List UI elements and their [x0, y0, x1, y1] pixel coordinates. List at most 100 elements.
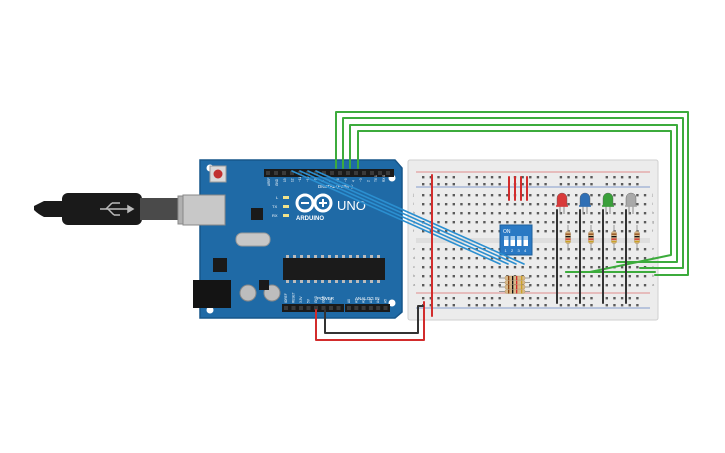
breadboard-hole[interactable]	[460, 221, 463, 224]
breadboard-hole[interactable]	[544, 203, 547, 206]
header-pin[interactable]	[282, 171, 286, 175]
breadboard-rail-hole[interactable]	[628, 183, 631, 186]
breadboard-hole[interactable]	[620, 266, 624, 269]
breadboard-hole[interactable]	[567, 194, 570, 197]
breadboard-hole[interactable]	[475, 221, 478, 224]
breadboard-rail-hole[interactable]	[444, 176, 448, 179]
wires[interactable]	[291, 111, 689, 341]
breadboard-hole[interactable]	[575, 248, 578, 251]
breadboard-hole[interactable]	[521, 194, 524, 197]
dip-switch-toggle[interactable]	[517, 236, 522, 246]
breadboard-hole[interactable]	[575, 194, 578, 197]
breadboard-hole[interactable]	[552, 266, 555, 269]
breadboard-hole[interactable]	[605, 275, 608, 278]
breadboard-hole[interactable]	[506, 212, 509, 215]
breadboard-rail-hole[interactable]	[467, 176, 471, 179]
breadboard-hole[interactable]	[628, 275, 631, 278]
breadboard-hole[interactable]	[452, 275, 455, 278]
header-pin[interactable]	[336, 306, 341, 310]
breadboard-hole[interactable]	[467, 194, 471, 197]
header-pin[interactable]	[298, 171, 302, 175]
breadboard-hole[interactable]	[529, 275, 532, 278]
breadboard-rail-hole[interactable]	[582, 176, 586, 179]
breadboard-rail-hole[interactable]	[490, 176, 494, 179]
breadboard-hole[interactable]	[643, 212, 647, 215]
breadboard-hole[interactable]	[636, 203, 639, 206]
dip-switch-toggle[interactable]	[510, 236, 516, 246]
breadboard-hole[interactable]	[605, 257, 608, 260]
breadboard-hole[interactable]	[613, 221, 616, 224]
breadboard-hole[interactable]	[529, 194, 532, 197]
breadboard-rail-hole[interactable]	[575, 304, 578, 307]
black-ground-wire[interactable]	[324, 305, 424, 334]
header-pin[interactable]	[314, 171, 318, 175]
breadboard-rail-hole[interactable]	[620, 176, 624, 179]
breadboard-rail-hole[interactable]	[529, 304, 532, 307]
breadboard-rail-hole[interactable]	[559, 304, 563, 307]
header-pin[interactable]	[378, 171, 382, 175]
breadboard-hole[interactable]	[643, 284, 647, 287]
breadboard-hole[interactable]	[643, 257, 647, 260]
breadboard-rail-hole[interactable]	[636, 304, 639, 307]
header-pin[interactable]	[368, 306, 373, 310]
breadboard-hole[interactable]	[575, 230, 578, 233]
breadboard-rail-hole[interactable]	[437, 304, 440, 307]
digital-header[interactable]	[264, 169, 394, 177]
breadboard-hole[interactable]	[467, 230, 471, 233]
breadboard-hole[interactable]	[544, 230, 547, 233]
header-pin[interactable]	[362, 171, 366, 175]
resistor[interactable]	[565, 225, 571, 250]
resistor[interactable]	[611, 225, 617, 250]
breadboard-rail-hole[interactable]	[475, 183, 478, 186]
breadboard-hole[interactable]	[506, 221, 509, 224]
blue-wire[interactable]	[299, 170, 509, 265]
breadboard-rail-hole[interactable]	[490, 304, 494, 307]
header-pin[interactable]	[306, 306, 311, 310]
breadboard-rail-hole[interactable]	[422, 183, 425, 186]
breadboard-rail-hole[interactable]	[567, 297, 570, 300]
breadboard-hole[interactable]	[575, 221, 578, 224]
breadboard-rail-hole[interactable]	[575, 183, 578, 186]
breadboard-hole[interactable]	[422, 266, 425, 269]
breadboard-hole[interactable]	[605, 230, 608, 233]
breadboard-hole[interactable]	[559, 284, 563, 287]
breadboard-hole[interactable]	[452, 203, 455, 206]
breadboard-hole[interactable]	[498, 203, 501, 206]
breadboard-hole[interactable]	[521, 221, 524, 224]
breadboard-hole[interactable]	[552, 203, 555, 206]
breadboard-hole[interactable]	[567, 230, 570, 233]
blue-wire[interactable]	[315, 170, 525, 265]
breadboard-rail-hole[interactable]	[513, 304, 517, 307]
breadboard-hole[interactable]	[483, 266, 486, 269]
breadboard-rail-hole[interactable]	[444, 183, 448, 186]
green-wire-bundle[interactable]	[335, 111, 689, 276]
breadboard-hole[interactable]	[429, 248, 433, 251]
blue-wire[interactable]	[307, 170, 517, 265]
breadboard-hole[interactable]	[422, 248, 425, 251]
breadboard-hole[interactable]	[422, 203, 425, 206]
breadboard-hole[interactable]	[643, 230, 647, 233]
breadboard-hole[interactable]	[483, 275, 486, 278]
breadboard-rail-hole[interactable]	[628, 176, 631, 179]
breadboard-hole[interactable]	[483, 257, 486, 260]
breadboard-rail-hole[interactable]	[452, 176, 455, 179]
breadboard-hole[interactable]	[536, 212, 540, 215]
breadboard-rail-hole[interactable]	[498, 176, 501, 179]
breadboard-hole[interactable]	[552, 284, 555, 287]
breadboard-hole[interactable]	[628, 221, 631, 224]
breadboard-hole[interactable]	[437, 266, 440, 269]
breadboard-hole[interactable]	[460, 203, 463, 206]
header-pin[interactable]	[370, 171, 374, 175]
breadboard-hole[interactable]	[460, 275, 463, 278]
breadboard-rail-hole[interactable]	[429, 183, 433, 186]
breadboard-rail-hole[interactable]	[429, 304, 433, 307]
breadboard-rail-hole[interactable]	[521, 183, 524, 186]
breadboard-rail-hole[interactable]	[590, 297, 593, 300]
breadboard-hole[interactable]	[452, 221, 455, 224]
breadboard-hole[interactable]	[620, 203, 624, 206]
power-header[interactable]	[282, 304, 344, 312]
breadboard-hole[interactable]	[590, 221, 593, 224]
breadboard-hole[interactable]	[536, 230, 540, 233]
breadboard-hole[interactable]	[552, 194, 555, 197]
breadboard-hole[interactable]	[490, 257, 494, 260]
